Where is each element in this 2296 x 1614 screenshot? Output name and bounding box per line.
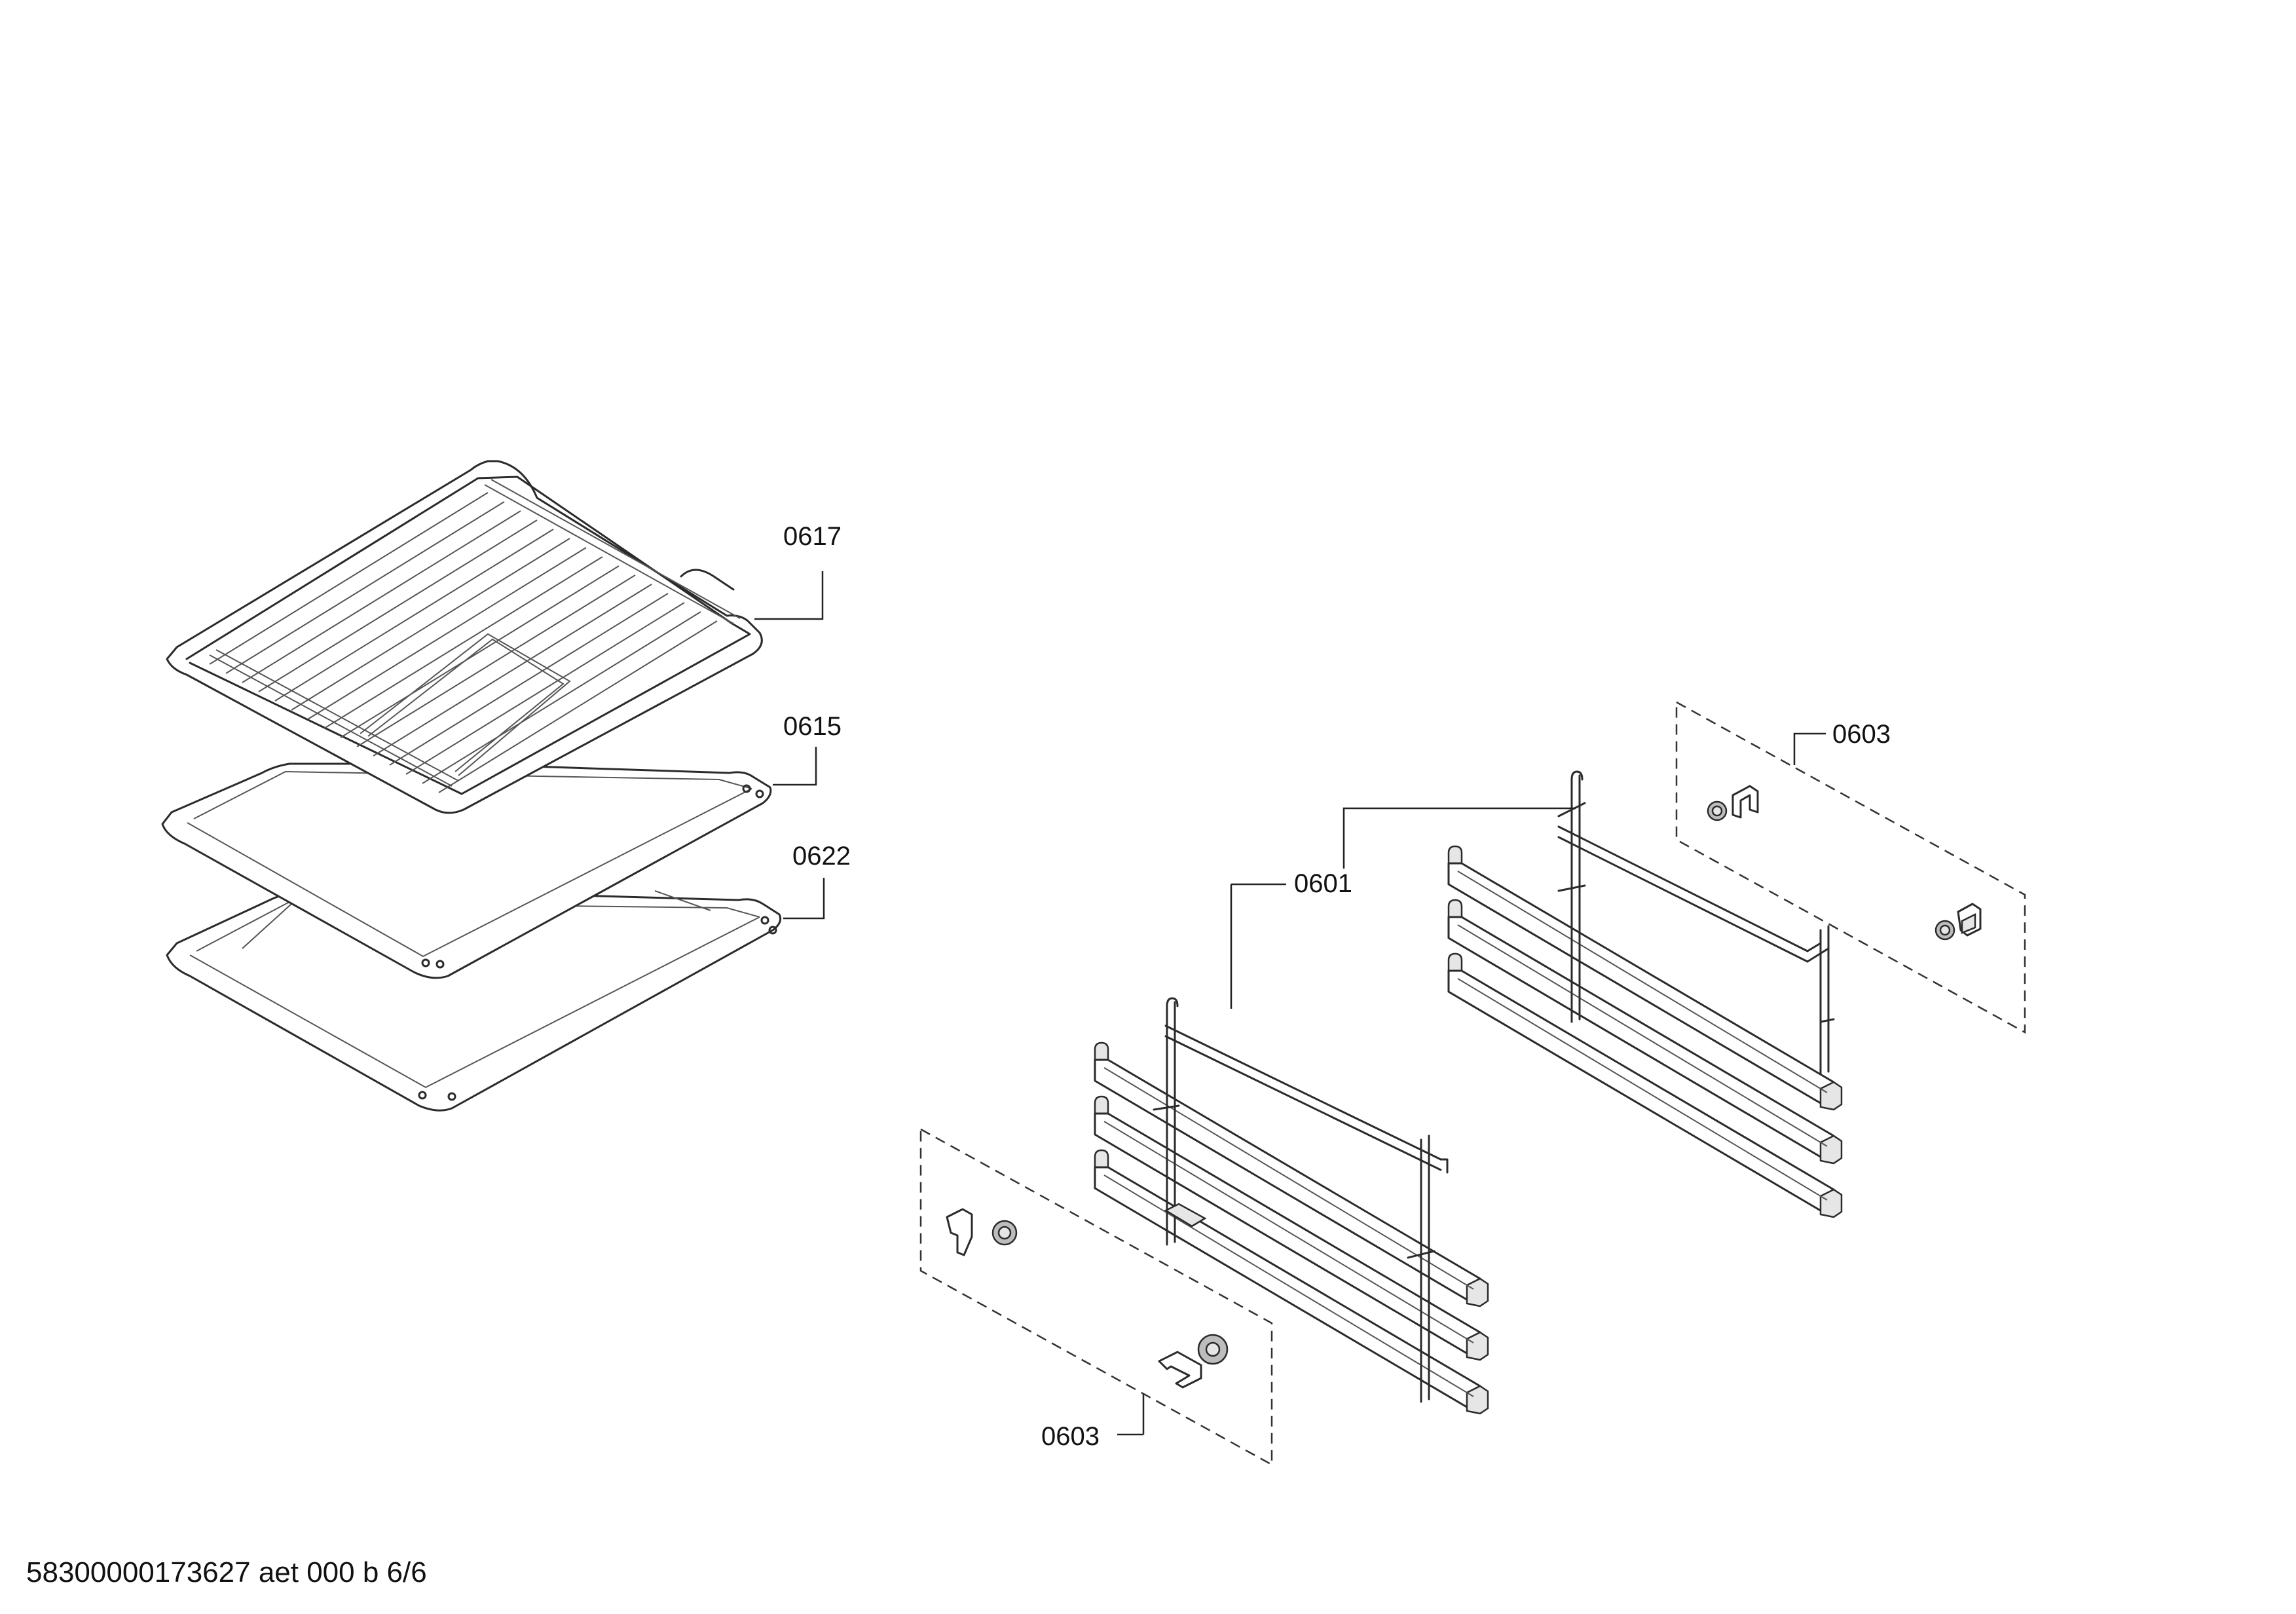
leader-lines — [754, 571, 1826, 1436]
part-0603-left-clip-set — [919, 1127, 1273, 1467]
part-0601-left-shelf-rails — [1094, 997, 1489, 1415]
part-0617-wire-rack — [166, 460, 763, 814]
label-0622: 0622 — [792, 842, 851, 871]
label-0603-right: 0603 — [1832, 720, 1891, 749]
label-0617: 0617 — [783, 522, 842, 551]
part-0603-right-clip-set — [1675, 700, 2026, 1034]
drawing-reference-footer: 58300000173627 aet 000 b 6/6 — [26, 1556, 427, 1588]
label-0603-left: 0603 — [1041, 1422, 1100, 1451]
part-0601-right-shelf-rails — [1447, 770, 1843, 1218]
label-0615: 0615 — [783, 712, 842, 741]
label-0601-right: 0601 — [1294, 869, 1352, 898]
